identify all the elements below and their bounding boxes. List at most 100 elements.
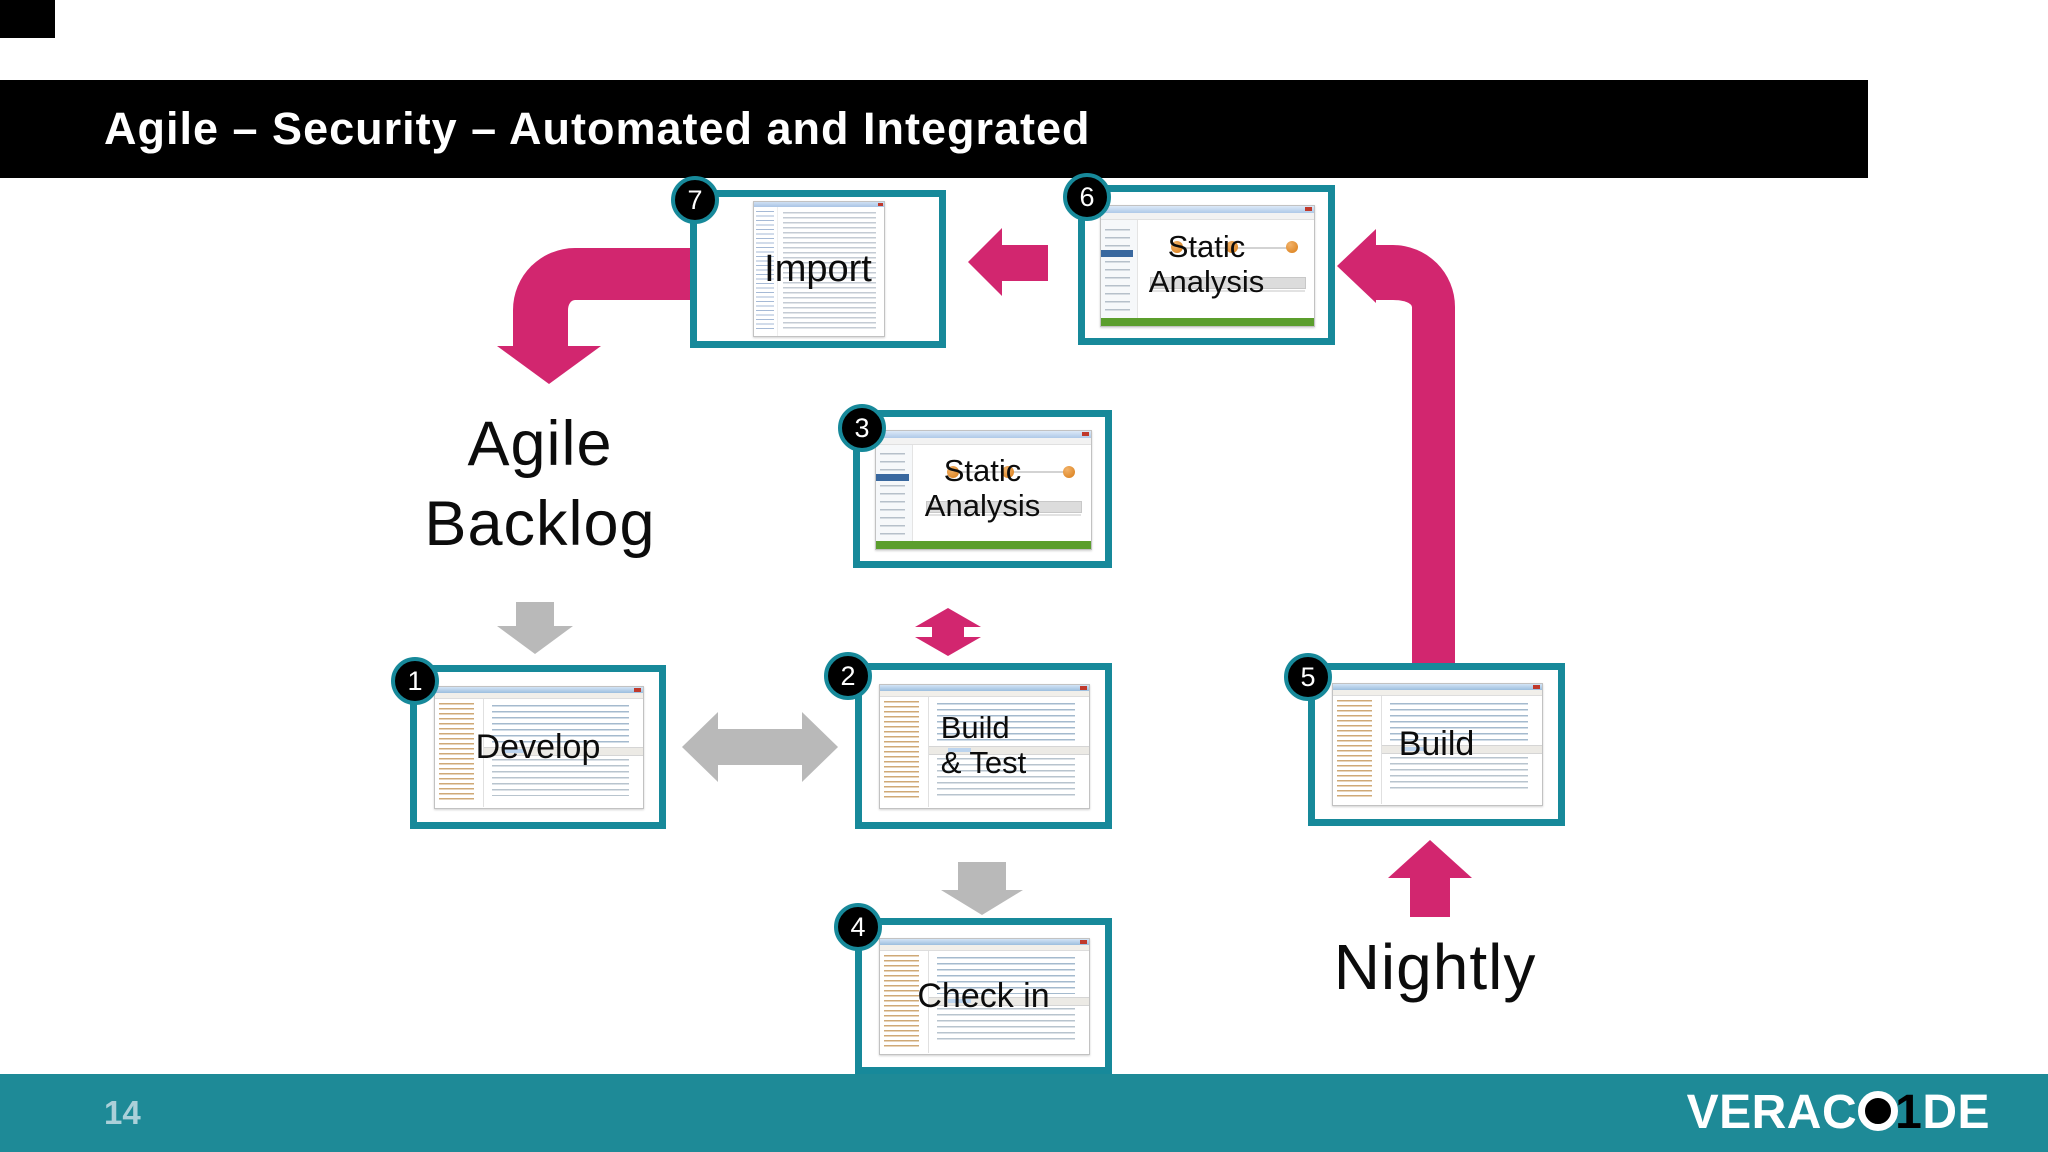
step-badge-4: 4	[834, 903, 882, 951]
agile-backlog-line1: Agile	[467, 409, 613, 479]
thumb-code-area	[929, 951, 1089, 1053]
box-label-import: Import	[764, 247, 872, 290]
orange-step-dot-icon	[947, 465, 960, 478]
step-badge-1: 1	[391, 657, 439, 705]
thumb-tabstrip	[1382, 744, 1542, 754]
logo-zero-icon	[1858, 1091, 1899, 1131]
thumb-tabstrip	[483, 747, 644, 757]
thumb-table-header	[1150, 277, 1306, 292]
screenshot-thumbnail-ide	[433, 685, 645, 809]
pink-left-arrow-shaft	[1000, 245, 1048, 281]
thumb-sidebar	[754, 207, 779, 337]
box-label-build-test: Build & Test	[862, 670, 1105, 822]
gray-down-arrow-shaft	[516, 602, 554, 627]
thumb-titlebar	[875, 430, 1092, 438]
pink-up-arrowhead-icon	[1388, 840, 1472, 878]
screenshot-thumbnail-ide	[1332, 683, 1543, 807]
pink-tall-elbow-arrowhead-icon	[1337, 229, 1376, 303]
thumb-titlebar	[1333, 684, 1542, 691]
thumb-sidebar	[875, 444, 914, 550]
thumb-tabstrip	[929, 746, 1089, 756]
agile-backlog-label: Agile Backlog	[315, 404, 765, 564]
step-badge-7: 7	[671, 176, 719, 224]
thumb-menubar	[434, 692, 644, 699]
orange-step-dot-icon	[1286, 241, 1299, 254]
gray-double-arrow-left-head-icon	[682, 712, 718, 782]
header-bar: Agile – Security – Automated and Integra…	[0, 80, 1868, 178]
thumb-titlebar	[753, 202, 885, 208]
thumb-navbar	[1100, 213, 1315, 221]
nightly-label: Nightly	[1333, 931, 1537, 1003]
thumb-file-tree	[880, 950, 930, 1053]
process-box-develop: Develop	[410, 665, 666, 829]
process-box-build-test: Build & Test	[855, 663, 1112, 829]
thumb-menubar	[880, 944, 1089, 951]
thumb-green-bar	[875, 541, 1092, 550]
box-label-static-analysis: Static Analysis	[924, 453, 1041, 523]
thumb-code-area	[929, 697, 1089, 807]
thumb-content	[1138, 220, 1314, 326]
corner-decoration	[0, 0, 55, 38]
pink-double-arrow-down-head-icon	[915, 637, 981, 656]
thumb-titlebar	[1100, 206, 1315, 214]
gray-down-arrowhead-icon	[497, 626, 573, 654]
gray-down-arrowhead2-icon	[941, 890, 1023, 915]
box-label-develop: Develop	[475, 727, 601, 766]
thumb-code-area	[1382, 696, 1542, 804]
process-box-static-analysis-sprint: Static Analysis	[853, 410, 1112, 568]
thumb-body	[1100, 220, 1315, 326]
screenshot-thumbnail-import-form	[752, 201, 886, 338]
box-label-static-analysis: Static Analysis	[1148, 229, 1265, 299]
pink-up-arrow-shaft	[1410, 877, 1450, 917]
thumb-sidebar	[1100, 220, 1138, 326]
pink-elbow-down-arrow-icon	[513, 248, 690, 348]
thumb-body	[880, 696, 1089, 807]
thumb-body	[875, 444, 1092, 550]
page-number: 14	[104, 1094, 141, 1131]
pink-left-arrowhead-icon	[968, 228, 1002, 296]
thumb-body	[435, 698, 644, 807]
thumb-selected-item	[1100, 249, 1134, 257]
thumb-content	[913, 445, 1091, 549]
gray-double-arrow-shaft	[717, 729, 803, 765]
screenshot-thumbnail-ide	[879, 683, 1090, 809]
step-badge-5: 5	[1284, 653, 1332, 701]
slide-title: Agile – Security – Automated and Integra…	[104, 103, 1091, 154]
thumb-file-tree	[1333, 696, 1383, 805]
thumb-selected-item	[875, 474, 909, 482]
thumb-green-bar	[1100, 317, 1315, 326]
thumb-navbar	[875, 437, 1092, 445]
box-label-lines: Build & Test	[940, 710, 1027, 780]
thumb-titlebar	[434, 686, 644, 693]
process-box-check-in: Check in	[855, 918, 1112, 1074]
thumb-file-tree	[435, 698, 484, 807]
process-box-static-analysis-nightly: Static Analysis	[1078, 185, 1335, 345]
pink-tall-elbow-arrow-icon	[1373, 245, 1455, 663]
thumb-titlebar	[880, 938, 1089, 945]
thumb-body	[754, 207, 885, 337]
thumb-file-tree	[880, 696, 930, 807]
step-badge-3: 3	[838, 404, 886, 452]
thumb-menubar	[1333, 690, 1542, 697]
pink-double-arrow-shaft	[932, 626, 964, 638]
pink-double-arrow-up-head-icon	[915, 608, 981, 627]
thumb-content	[778, 207, 884, 336]
gray-down-arrow2-shaft	[958, 862, 1006, 891]
process-box-build: Build	[1308, 663, 1565, 826]
step-badge-6: 6	[1063, 173, 1111, 221]
box-label-check-in: Check in	[917, 976, 1050, 1015]
thumb-tabstrip	[929, 996, 1089, 1006]
orange-step-dot-icon	[1062, 465, 1075, 478]
screenshot-thumbnail-veracode-app	[1099, 205, 1316, 327]
thumb-titlebar	[880, 684, 1089, 691]
agile-backlog-line2: Backlog	[424, 489, 656, 559]
thumb-body	[1333, 696, 1542, 805]
process-box-import: Import	[690, 190, 946, 348]
pink-elbow-down-arrowhead-icon	[497, 346, 601, 384]
thumb-body	[880, 950, 1089, 1053]
step-badge-2: 2	[824, 652, 872, 700]
screenshot-thumbnail-ide	[879, 937, 1090, 1055]
